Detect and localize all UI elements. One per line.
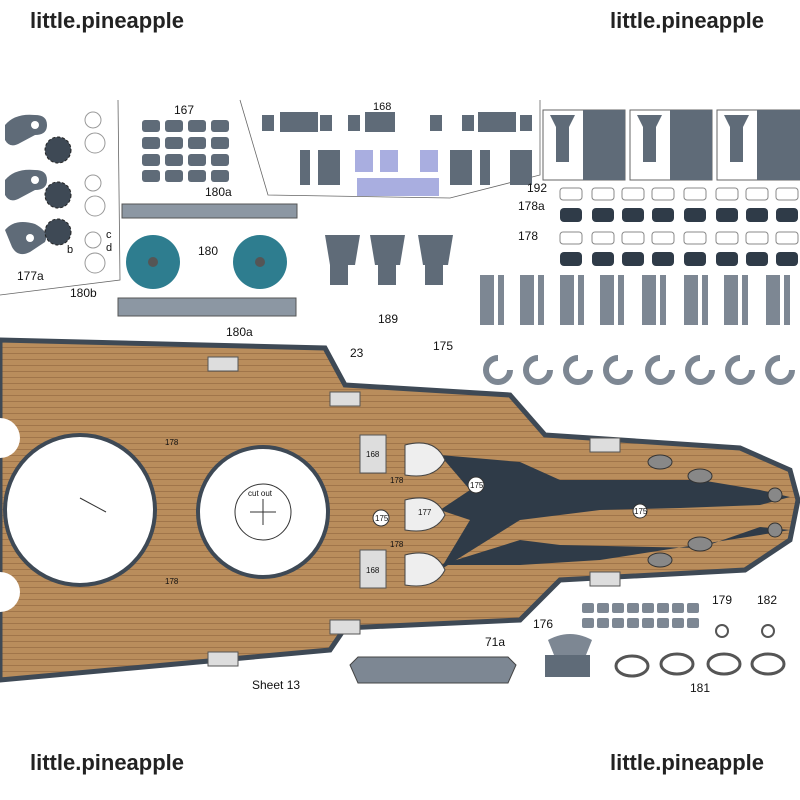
deck-edge-cut-top [0,418,20,458]
label-167: 167 [174,103,194,117]
deck-label-178c: 178 [390,476,404,485]
label-c: c [106,229,112,241]
part-167-grid [142,120,229,182]
label-182: 182 [757,593,777,607]
panel-outline-mid [239,99,541,199]
label-175: 175 [433,339,453,353]
cutout-label: cut out [248,489,273,498]
deck-label-175c: 175 [634,507,648,516]
deck-label-168a: 168 [366,450,380,459]
label-b: b [67,244,73,256]
part-189-brackets [325,235,453,285]
fittings-lavender [355,150,439,196]
part-175-bars [480,275,790,325]
turret-cutout-left [3,433,157,587]
label-180a-bottom: 180a [226,325,253,339]
label-180a-top: 180a [205,185,232,199]
deck-label-175a: 175 [470,481,484,490]
label-168: 168 [373,101,391,113]
fittings-mid [262,112,532,185]
deck-label-178a: 178 [165,438,179,447]
deck-guns [647,454,783,568]
part-177a-group [5,114,72,255]
deck-small-circles [372,476,648,527]
label-178: 178 [518,229,538,243]
panel-outline-left [0,99,121,296]
label-189: 189 [378,312,398,326]
deck-label-177: 177 [418,508,432,517]
part-192-group [542,109,800,181]
label-178a: 178a [518,199,545,213]
watermark-top-left: little.pineapple [30,8,184,33]
part-180a-strip-top [121,203,298,219]
part-71a [349,656,517,684]
deck-hatches [207,356,621,667]
part-182-rings [715,624,775,638]
deck-edge-cut-bottom [0,572,20,612]
deck-label-178b: 178 [165,577,179,586]
watermark-top-right: little.pineapple [610,8,764,33]
deck-plank [0,337,800,683]
deck-boats [404,442,446,587]
part-175-rings [483,355,795,385]
sheet-label: Sheet 13 [252,678,300,692]
deck-label-168b: 168 [366,566,380,575]
part-179-grid [582,603,699,628]
part-178a-rows [559,187,799,266]
label-192: 192 [527,181,547,195]
deck-dark-cover [440,455,790,570]
part-176 [545,634,592,677]
part-180a-strip-bottom [117,297,297,317]
deck-label-175b: 175 [375,514,389,523]
watermark-bottom-left: little.pineapple [30,750,184,775]
label-23: 23 [350,346,364,360]
label-179: 179 [712,593,732,607]
watermark-bottom-right: little.pineapple [610,750,764,775]
label-176: 176 [533,617,553,631]
label-71a: 71a [485,635,505,649]
label-180: 180 [198,244,218,258]
part-181-rings [614,652,786,678]
small-circles-left [84,111,106,274]
label-180b: 180b [70,286,97,300]
label-d: d [106,242,112,254]
label-181: 181 [690,681,710,695]
label-177a: 177a [17,269,44,283]
deck-dark-cover-b [440,527,790,565]
deck-label-178d: 178 [390,540,404,549]
part-180-discs [126,235,287,289]
